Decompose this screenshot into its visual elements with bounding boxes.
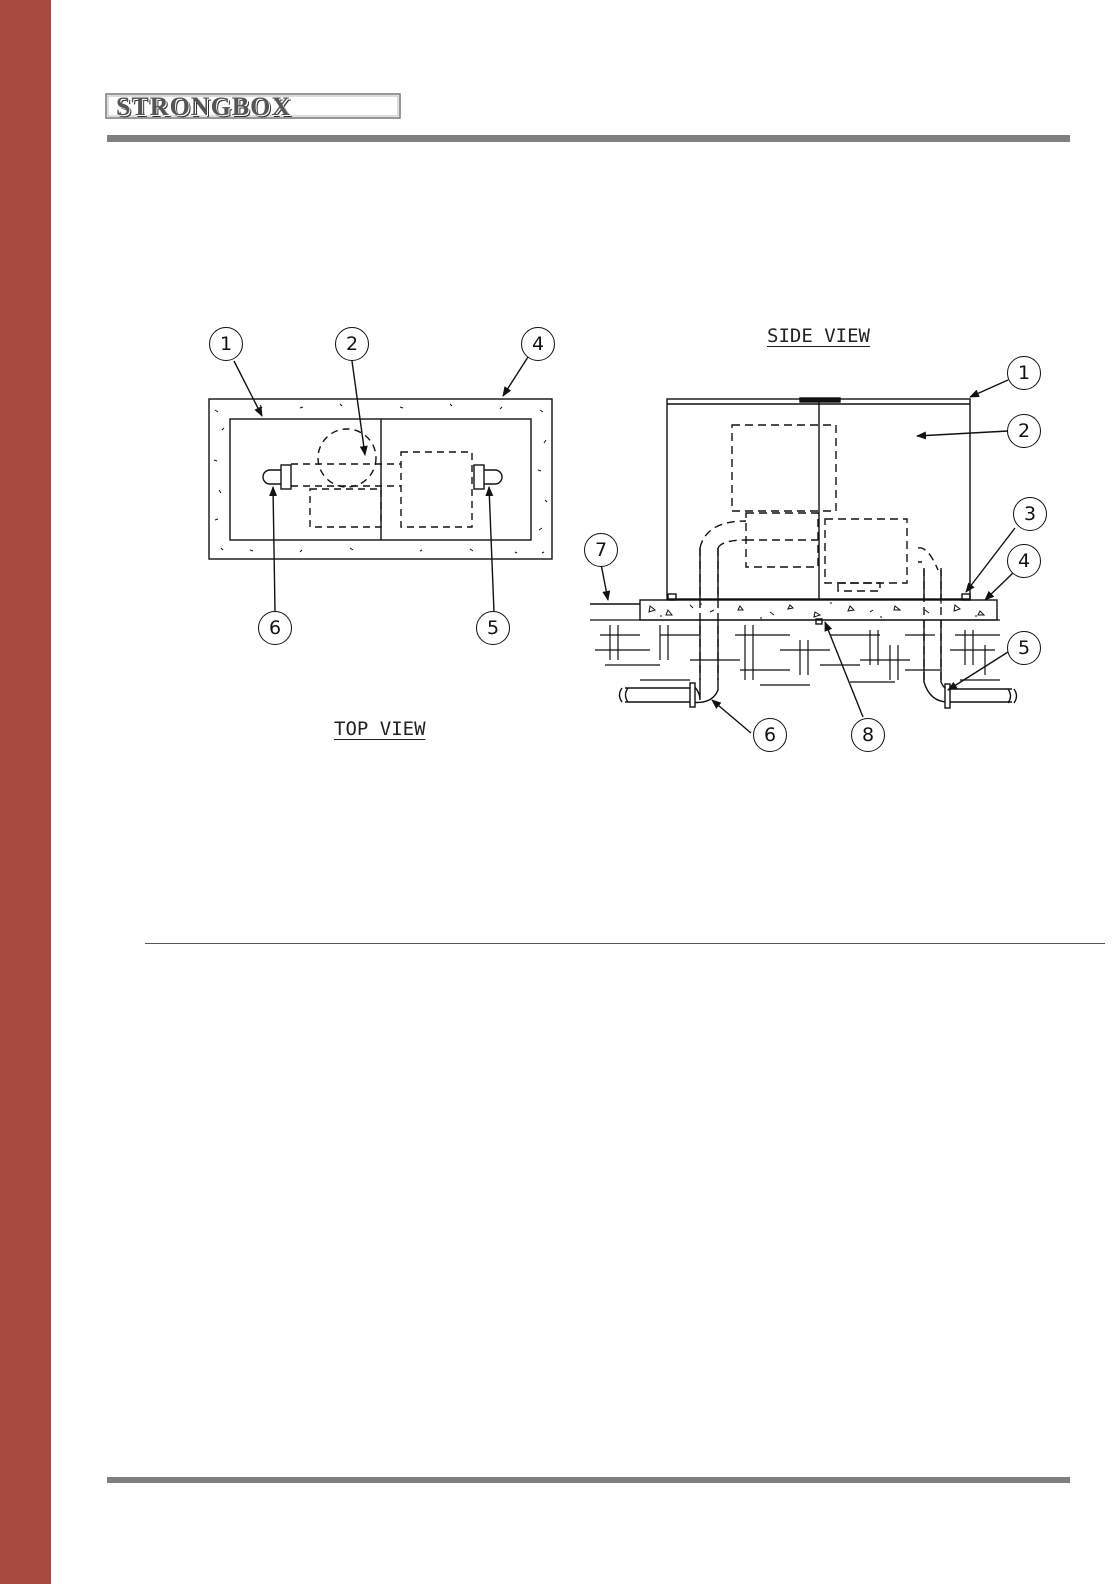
- slab-texture: [649, 603, 984, 618]
- top-callout-1: 1: [209, 327, 243, 361]
- top-callout-5: 5: [476, 611, 510, 645]
- side-callout-3: 3: [1013, 497, 1047, 531]
- top-callout-6: 6: [258, 611, 292, 645]
- section-divider: [145, 943, 1105, 944]
- side-view-title: SIDE VIEW: [767, 325, 870, 347]
- top-view-title: TOP VIEW: [334, 718, 426, 740]
- side-callout-1: 1: [1007, 356, 1041, 390]
- side-callout-6: 6: [753, 718, 787, 752]
- concrete-slab: [640, 600, 997, 620]
- side-view-drawing: [590, 380, 1017, 733]
- side-callout-5: 5: [1007, 631, 1041, 665]
- footer-rule: [107, 1477, 1070, 1483]
- top-view-drawing: [209, 357, 552, 612]
- soil-pattern: [590, 620, 1000, 685]
- side-components: [700, 425, 941, 680]
- side-callout-8: 8: [851, 718, 885, 752]
- top-callout-4: 4: [521, 327, 555, 361]
- side-callout-4: 4: [1007, 544, 1041, 578]
- side-callout-7: 7: [584, 533, 618, 567]
- side-callout-2: 2: [1007, 414, 1041, 448]
- top-callout-2: 2: [335, 327, 369, 361]
- pipe-stubs: [263, 465, 502, 489]
